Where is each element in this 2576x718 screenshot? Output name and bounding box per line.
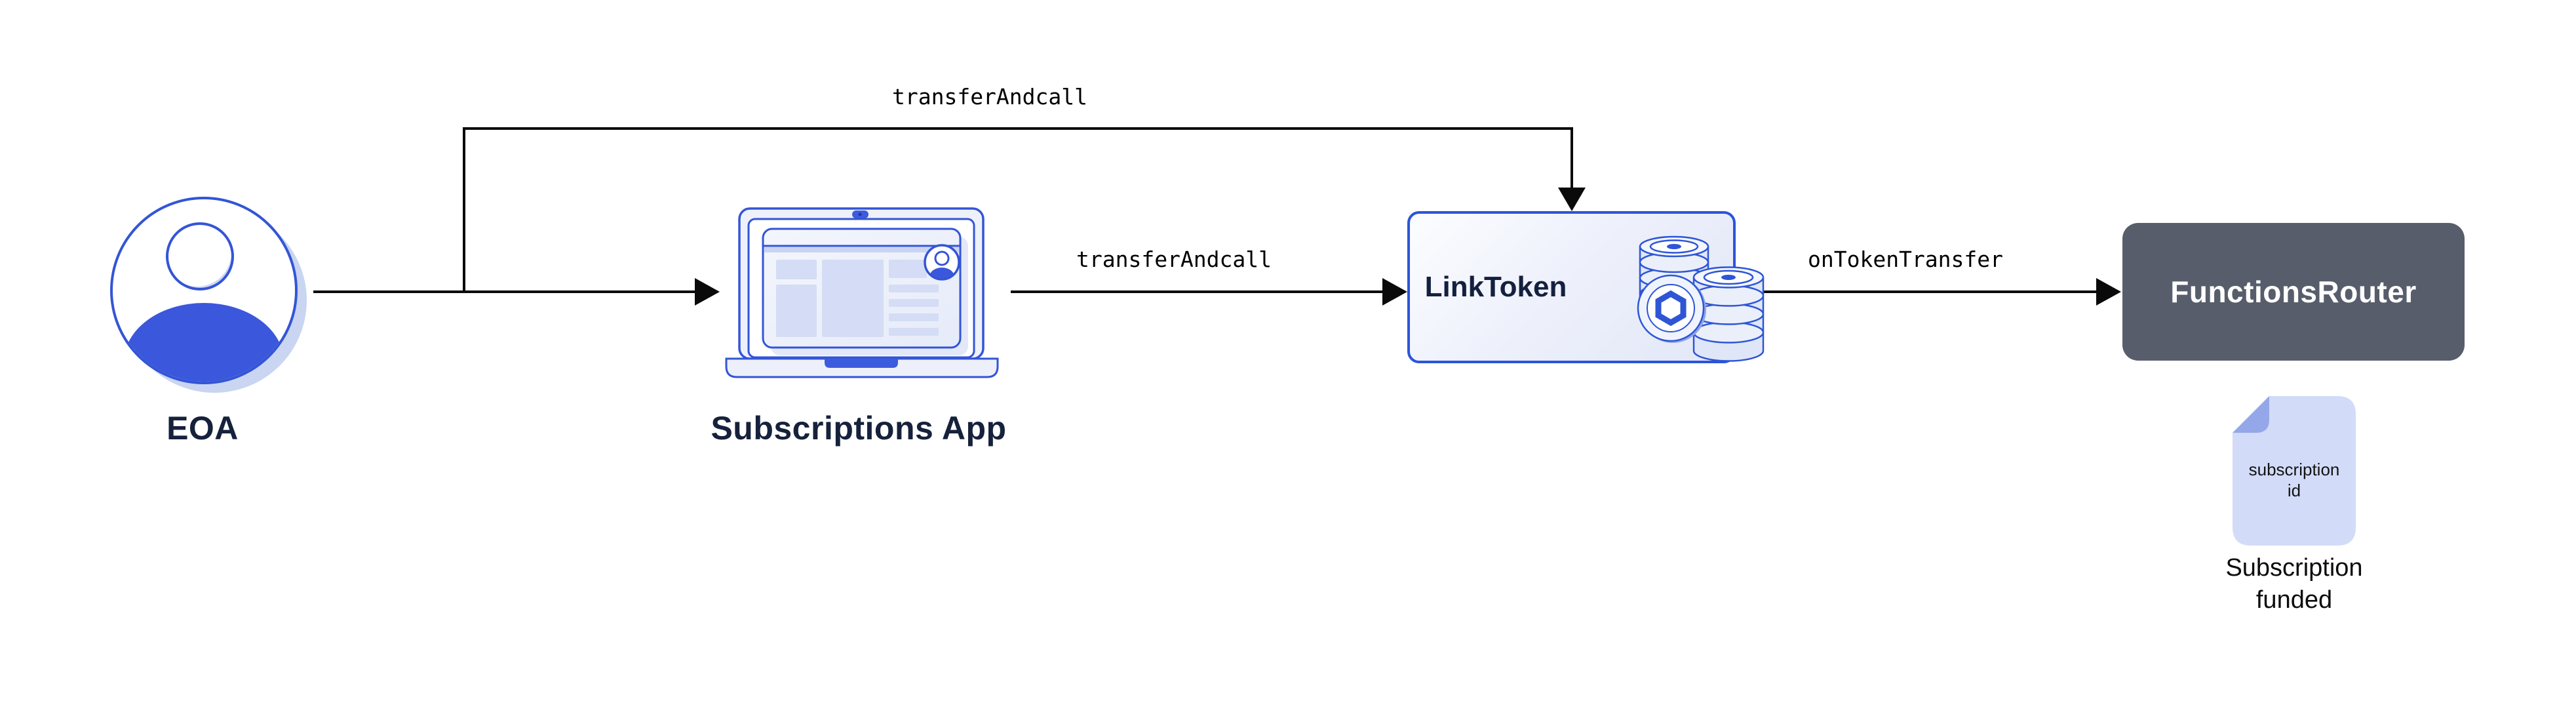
chainlink-hexagon	[1655, 290, 1687, 327]
arrowhead-into-linktoken-top	[1558, 188, 1586, 211]
arrowhead-into-linktoken-left	[1382, 278, 1407, 306]
document-icon	[2233, 396, 2356, 546]
edge-line-eoa-to-app	[313, 290, 696, 293]
edge-line-branch-up	[463, 127, 465, 293]
arrowhead-into-app	[695, 278, 720, 306]
node-label-subscriptions-app: Subscriptions App	[711, 410, 1007, 447]
edge-line-down-to-linktoken	[1571, 127, 1573, 190]
browser-content-blocks	[776, 260, 939, 337]
document-fold	[2233, 396, 2269, 433]
user-avatar-icon	[110, 197, 307, 393]
caption-line1: Subscription	[2225, 554, 2363, 582]
avatar-body	[124, 303, 284, 382]
document-text: subscription id	[2233, 459, 2356, 501]
node-label-eoa: EOA	[166, 410, 239, 447]
document-text-line1: subscription	[2248, 460, 2340, 479]
node-label-functionsrouter: FunctionsRouter	[2170, 275, 2417, 309]
coin-stack-front	[1692, 266, 1765, 362]
edge-label-ontokentransfer: onTokenTransfer	[1807, 247, 2003, 272]
arrowhead-into-router	[2096, 278, 2121, 306]
laptop-base-notch	[825, 359, 898, 368]
edge-line-top-transferandcall	[463, 127, 1573, 130]
avatar-head	[166, 222, 234, 290]
browser-topbar-band	[764, 247, 959, 252]
document-text-line2: id	[2287, 481, 2301, 500]
document-body	[2233, 396, 2356, 546]
caption-line2: funded	[2255, 586, 2333, 614]
edge-label-transferandcall-mid: transferAndcall	[1076, 247, 1272, 272]
node-box-functionsrouter: FunctionsRouter	[2122, 223, 2465, 361]
chainlink-medal	[1637, 274, 1706, 343]
edge-label-transferandcall-top: transferAndcall	[891, 84, 1087, 110]
link-coins-icon	[1637, 235, 1765, 362]
edge-line-app-to-linktoken	[1011, 290, 1383, 293]
edge-line-linktoken-to-router	[1762, 290, 2098, 293]
node-label-linktoken: LinkToken	[1424, 271, 1567, 303]
laptop-browser-icon	[725, 207, 999, 378]
caption-subscription-funded: Subscription funded	[2163, 552, 2425, 616]
